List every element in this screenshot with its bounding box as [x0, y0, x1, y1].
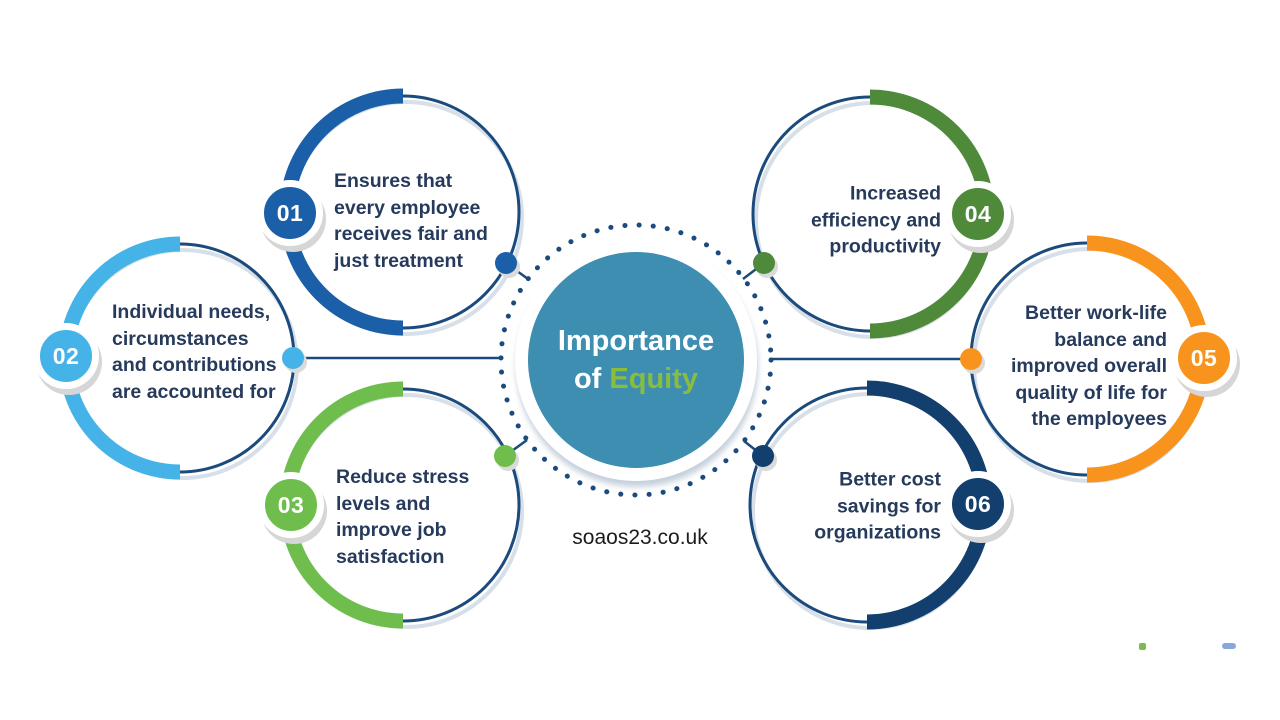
badge-05-number: 05: [1190, 344, 1218, 371]
center-dotted-ring: [498, 222, 774, 498]
center-title-of: of: [573, 363, 602, 395]
badge-05: 05: [1171, 325, 1237, 391]
watermark-url: soaos23.co.uk: [572, 526, 708, 549]
dot-02: [282, 347, 304, 369]
badge-03-number: 03: [277, 491, 305, 518]
badge-01: 01: [257, 180, 323, 246]
badge-02: 02: [33, 323, 99, 389]
decor-blue-dash: [1222, 643, 1236, 649]
dot-03: [494, 445, 516, 467]
dot-04: [753, 252, 775, 274]
connector-dots: [282, 252, 985, 471]
center-title-line1: Importance: [557, 325, 715, 357]
badge-02-number: 02: [52, 342, 80, 369]
item-text-03: Reduce stress levels and improve job sat…: [336, 466, 470, 568]
badge-04: 04: [945, 181, 1011, 247]
badge-03: 03: [258, 472, 324, 538]
badge-06-number: 06: [964, 490, 992, 517]
decor-marks: [1139, 643, 1236, 650]
item-text-02: Individual needs, circumstances and cont…: [112, 301, 277, 403]
badge-06: 06: [945, 471, 1011, 537]
badge-01-number: 01: [276, 199, 304, 226]
dot-05: [960, 348, 982, 370]
badge-04-number: 04: [964, 200, 992, 227]
decor-green-dot: [1139, 643, 1146, 650]
item-text-04: Increased efficiency and productivity: [810, 182, 941, 258]
center-circle-group: [498, 222, 774, 498]
center-title-equity: Equity: [609, 363, 699, 395]
dot-01: [495, 252, 517, 274]
item-text-05: Better work-life balance and improved ov…: [1010, 301, 1167, 430]
item-text-06: Better cost savings for organizations: [814, 468, 941, 544]
center-disc: [528, 252, 744, 468]
dot-06: [752, 445, 774, 467]
item-text-01: Ensures that every employee receives fai…: [334, 170, 488, 272]
center-title-line2: of Equity: [558, 360, 714, 398]
center-title: Importance of Equity: [558, 322, 714, 398]
